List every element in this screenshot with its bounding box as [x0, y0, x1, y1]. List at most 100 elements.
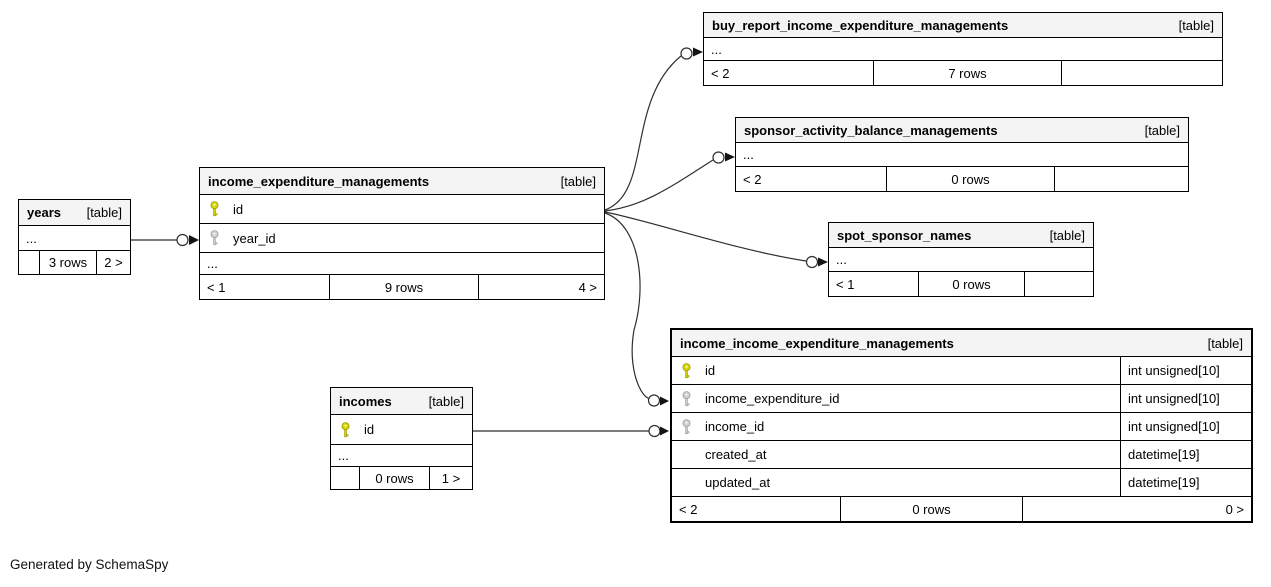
table-spot-sponsor-names[interactable]: spot_sponsor_names [table] ... < 1 0 row…: [828, 222, 1094, 297]
footer-children: [1024, 272, 1093, 296]
edge-dot: [680, 47, 693, 60]
column-name: id: [705, 363, 716, 378]
ellipsis-row: ...: [736, 143, 1188, 167]
table-tag: [table]: [1049, 227, 1085, 243]
edge-iem-to-iiem: [604, 212, 649, 400]
table-tag: [table]: [428, 393, 464, 409]
column-row: created_at datetime[19]: [672, 441, 1251, 469]
table-header[interactable]: incomes [table]: [331, 388, 472, 415]
table-tag: [table]: [1207, 335, 1243, 351]
edge-dot: [712, 151, 725, 164]
footer-rows-count: 0 rows: [359, 467, 429, 489]
edge-arrowhead: [189, 235, 199, 245]
column-name: income_id: [705, 419, 765, 434]
column-row: year_id: [200, 224, 604, 253]
table-footer: < 2 0 rows 0 >: [672, 497, 1251, 521]
footer-rows-count: 0 rows: [840, 497, 1022, 521]
edge-dot: [647, 394, 661, 407]
table-title: buy_report_income_expenditure_management…: [712, 17, 1009, 33]
edge-arrowhead: [693, 47, 703, 57]
footer-parents: < 2: [711, 65, 730, 81]
primary-key-icon: [209, 201, 221, 217]
table-tag: [table]: [1178, 17, 1214, 33]
edge-arrowhead: [818, 257, 828, 267]
table-header[interactable]: sponsor_activity_balance_managements [ta…: [736, 118, 1188, 143]
foreign-key-icon: [681, 418, 693, 435]
table-header[interactable]: spot_sponsor_names [table]: [829, 223, 1093, 248]
column-row: income_expenditure_id int unsigned[10]: [672, 385, 1251, 413]
column-row: id int unsigned[10]: [672, 357, 1251, 385]
footer-left: [19, 251, 39, 274]
column-name: year_id: [233, 230, 276, 246]
footer-rows-count: 0 rows: [918, 272, 1024, 296]
column-type: int unsigned[10]: [1120, 385, 1251, 412]
table-header[interactable]: income_income_expenditure_managements [t…: [672, 330, 1251, 357]
footer-rows-count: 9 rows: [329, 275, 478, 299]
edge-arrowhead: [725, 152, 735, 162]
edge-iem-to-buy-report: [604, 55, 682, 211]
edge-iem-to-sponsor-activity: [604, 159, 714, 212]
footer-children: 4 >: [478, 275, 604, 299]
table-income-expenditure-managements[interactable]: income_expenditure_managements [table] i…: [199, 167, 605, 300]
table-incomes[interactable]: incomes [table] id ... 0 rows 1 >: [330, 387, 473, 490]
footer-rows-count: 7 rows: [873, 61, 1061, 85]
table-header[interactable]: income_expenditure_managements [table]: [200, 168, 604, 195]
ellipsis-row: ...: [704, 38, 1222, 61]
ellipsis-row: ...: [829, 248, 1093, 272]
foreign-key-icon: [209, 230, 221, 246]
footer-parents: < 1: [836, 276, 855, 292]
ellipsis-row: ...: [200, 253, 604, 275]
table-sponsor-activity-balance-managements[interactable]: sponsor_activity_balance_managements [ta…: [735, 117, 1189, 192]
footer-children: 1 >: [429, 467, 472, 489]
column-type: int unsigned[10]: [1120, 357, 1251, 384]
foreign-key-icon: [681, 390, 693, 407]
table-footer: < 1 0 rows: [829, 272, 1093, 296]
column-row: id: [200, 195, 604, 224]
ellipsis-row: ...: [19, 226, 130, 251]
footer-children: 0 >: [1022, 497, 1251, 521]
table-footer: < 1 9 rows 4 >: [200, 275, 604, 299]
edge-dot: [648, 424, 661, 438]
table-footer: 3 rows 2 >: [19, 251, 130, 274]
footer-children: [1061, 61, 1222, 85]
table-header[interactable]: buy_report_income_expenditure_management…: [704, 13, 1222, 38]
generated-by-note: Generated by SchemaSpy: [10, 557, 169, 572]
table-title: incomes: [339, 393, 392, 409]
table-years[interactable]: years [table] ... 3 rows 2 >: [18, 199, 131, 275]
footer-rows-count: 3 rows: [39, 251, 96, 274]
column-name: id: [233, 201, 244, 217]
table-tag: [table]: [560, 173, 596, 189]
footer-parents: < 2: [743, 171, 762, 187]
edge-dot: [805, 255, 819, 269]
column-type: int unsigned[10]: [1120, 413, 1251, 440]
column-name: income_expenditure_id: [705, 391, 840, 406]
column-name: created_at: [705, 447, 767, 462]
table-title: years: [27, 205, 61, 220]
table-buy-report-income-expenditure-managements[interactable]: buy_report_income_expenditure_management…: [703, 12, 1223, 86]
edge-arrowhead: [660, 396, 669, 406]
column-type: datetime[19]: [1120, 441, 1251, 468]
edge-iem-to-spot-sponsor: [604, 211, 807, 262]
footer-rows-count: 0 rows: [886, 167, 1054, 191]
edge-arrowhead: [660, 426, 669, 436]
footer-parents: [331, 467, 359, 489]
footer-parents: < 1: [207, 279, 226, 295]
primary-key-icon: [340, 421, 352, 438]
column-name: id: [364, 422, 375, 437]
table-footer: < 2 7 rows: [704, 61, 1222, 85]
table-footer: 0 rows 1 >: [331, 467, 472, 489]
footer-right: 2 >: [96, 251, 130, 274]
edge-dot: [176, 233, 189, 247]
footer-parents: < 2: [679, 501, 698, 517]
column-type: datetime[19]: [1120, 469, 1251, 496]
table-income-income-expenditure-managements[interactable]: income_income_expenditure_managements [t…: [670, 328, 1253, 523]
table-header[interactable]: years [table]: [19, 200, 130, 226]
table-title: sponsor_activity_balance_managements: [744, 122, 998, 138]
ellipsis-row: ...: [331, 445, 472, 467]
column-row: id: [331, 415, 472, 445]
table-footer: < 2 0 rows: [736, 167, 1188, 191]
table-tag: [table]: [1144, 122, 1180, 138]
column-row: updated_at datetime[19]: [672, 469, 1251, 497]
table-title: income_income_expenditure_managements: [680, 335, 954, 351]
